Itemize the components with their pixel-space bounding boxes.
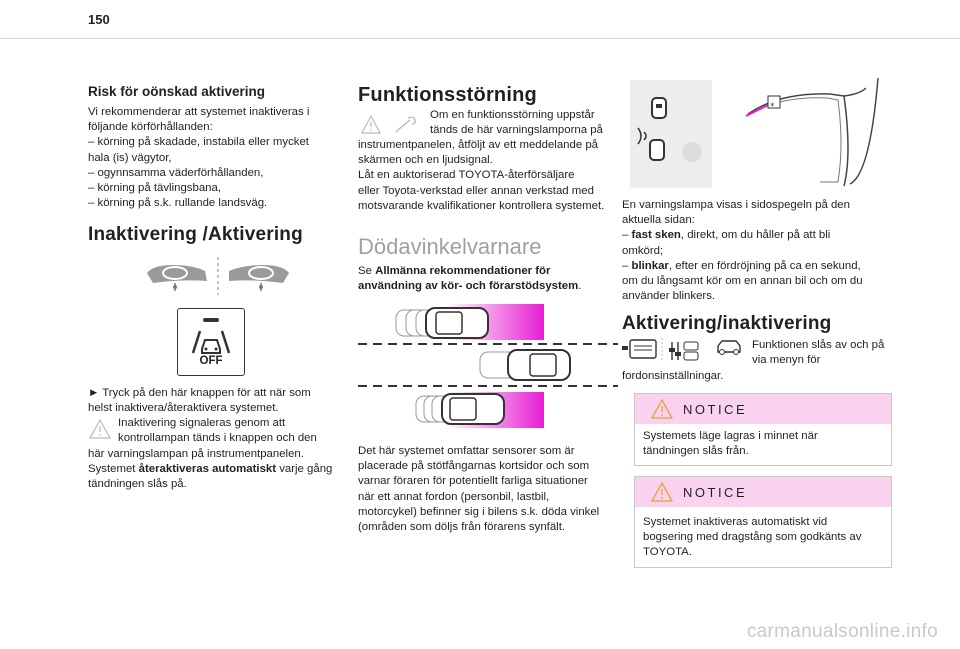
svg-text:⁎: ⁎ bbox=[770, 99, 775, 109]
fault-side-text: Om en funktionsstörning uppstår tänds de… bbox=[430, 108, 620, 138]
see-pre: Se bbox=[358, 265, 376, 277]
see-post: . bbox=[578, 280, 582, 293]
notice-box-1: NOTICE Systemets läge lagras i minnet nä… bbox=[634, 393, 892, 466]
fault-body-3: Låt en auktoriserad TOYOTA-återförsäljar… bbox=[358, 169, 575, 182]
notice1-line-1: Systemets läge lagras i minnet när bbox=[643, 430, 818, 442]
fixed-line: – fast sken, direkt, om du håller på att… bbox=[622, 228, 888, 243]
notice2-line-1: Systemet inaktiveras automatiskt vid bbox=[643, 516, 828, 528]
signal-line-3: här varningslampan på instrumentpanelen. bbox=[88, 448, 304, 460]
warning-triangle-icon bbox=[651, 482, 673, 502]
act-side-1: Funktionen slås av och på bbox=[752, 339, 885, 351]
blink-dash: – bbox=[622, 259, 632, 272]
system-line-1: Det här systemet omfattar sensorer som ä… bbox=[358, 445, 575, 457]
see-bold-2: användning av kör- och förarstödsystem bbox=[358, 280, 579, 293]
fixed-bold: fast sken bbox=[631, 229, 681, 242]
fault-body-5: motsvarande kvalifikationer kontrollera … bbox=[358, 199, 605, 212]
blink-bold: blinkar bbox=[631, 259, 669, 272]
reactivate-pre: Systemet bbox=[88, 463, 139, 476]
fault-body-1: instrumentpanelen, åtföljt av ett meddel… bbox=[358, 139, 598, 151]
system-description: Det här systemet omfattar sensorer som ä… bbox=[358, 444, 620, 535]
reactivate-line: Systemet återaktiveras automatiskt varje… bbox=[88, 462, 350, 477]
press-line-1: ► Tryck på den här knappen för att när s… bbox=[88, 387, 311, 399]
risk-list: Vi rekommenderar att systemet inaktivera… bbox=[88, 105, 350, 211]
system-line-2: placerade på stötfångarnas kortsidor och… bbox=[358, 460, 590, 473]
notice-header-1: NOTICE bbox=[635, 394, 891, 424]
risk-heading: Risk för oönskad aktivering bbox=[88, 84, 266, 99]
fault-body: instrumentpanelen, åtföljt av ett meddel… bbox=[358, 138, 620, 214]
fault-warning-icons bbox=[361, 114, 416, 134]
notice1-line-2: tändningen slås från. bbox=[643, 445, 749, 458]
system-line-3: varnar föraren för potentiellt farliga s… bbox=[358, 475, 588, 488]
fault-body-4: eller Toyota-verkstad eller annan verkst… bbox=[358, 184, 594, 197]
lamp-line-2: aktuella sidan: bbox=[622, 214, 695, 227]
notice-body-2: Systemet inaktiveras automatiskt vid bog… bbox=[635, 507, 891, 561]
risk-intro-2: följande körförhållanden: bbox=[88, 121, 213, 134]
risk-item-2: – ogynnsamma väderförhållanden, bbox=[88, 166, 264, 179]
off-button-illustration: OFF bbox=[177, 308, 245, 376]
risk-item-3: – körning på tävlingsbana, bbox=[88, 182, 221, 195]
off-label: OFF bbox=[199, 355, 223, 367]
risk-intro-1: Vi rekommenderar att systemet inaktivera… bbox=[88, 106, 310, 118]
blink-line: – blinkar, efter en fördröjning på ca en… bbox=[622, 259, 888, 274]
notice2-line-3: TOYOTA. bbox=[643, 546, 692, 559]
fixed-dash: – bbox=[622, 229, 632, 242]
blink-cont-1: om du långsamt kör om en annan bil och o… bbox=[622, 275, 863, 288]
header-rule bbox=[0, 38, 960, 39]
steering-wheels-illustration bbox=[147, 257, 289, 295]
see-line-2: användning av kör- och förarstödsystem. bbox=[358, 279, 620, 294]
risk-item-1a: – körning på skadade, instabila eller my… bbox=[88, 136, 309, 149]
menu-path-icons bbox=[622, 338, 741, 362]
side-mirror-illustration: ⁎ bbox=[630, 77, 879, 188]
watermark: carmanualsonline.info bbox=[746, 621, 938, 642]
notice-header-2: NOTICE bbox=[635, 477, 891, 507]
system-line-5: motorcykel) befinner sig i bilens s.k. d… bbox=[358, 505, 600, 518]
warning-triangle-icon bbox=[88, 418, 112, 439]
risk-item-4: – körning på s.k. rullande landsväg. bbox=[88, 197, 268, 210]
fault-heading: Funktionsstörning bbox=[358, 84, 537, 106]
see-reference: Se Allmänna rekommendationer för användn… bbox=[358, 264, 620, 294]
fault-side-1: Om en funktionsstörning uppstår bbox=[430, 109, 595, 121]
page-number: 150 bbox=[88, 12, 110, 27]
notice-body-1: Systemets läge lagras i minnet när tändn… bbox=[635, 424, 891, 459]
blink-rest: , efter en fördröjning på ca en sekund, bbox=[668, 259, 861, 272]
blind-spot-off-icon bbox=[191, 318, 231, 354]
blind-spot-diagram bbox=[358, 304, 618, 428]
reactivate-end: tändningen slås på. bbox=[88, 478, 187, 491]
system-line-4: när ett annat fordon (personbil, lastbil… bbox=[358, 490, 550, 503]
activation-cont: fordonsinställningar. bbox=[622, 370, 724, 382]
see-bold-1: Allmänna rekommendationer för bbox=[375, 265, 551, 277]
press-instructions: ► Tryck på den här knappen för att när s… bbox=[88, 386, 350, 416]
system-line-6: (områden som döljs från förarens synfält… bbox=[358, 521, 566, 534]
warning-triangle-icon bbox=[651, 399, 673, 419]
signal-text: Inaktivering signaleras genom att kontro… bbox=[118, 416, 350, 446]
notice-box-2: NOTICE Systemet inaktiveras automatiskt … bbox=[634, 476, 892, 568]
signal-line-2: kontrollampan tänds i knappen och den bbox=[118, 432, 317, 445]
lamp-text: En varningslampa visas i sidospegeln på … bbox=[622, 198, 888, 304]
blink-cont-2: använder blinkers. bbox=[622, 290, 716, 303]
inactivation-heading: Inaktivering /Aktivering bbox=[88, 224, 303, 245]
signal-continuation: här varningslampan på instrumentpanelen.… bbox=[88, 447, 350, 493]
lamp-line-1: En varningslampa visas i sidospegeln på … bbox=[622, 199, 850, 211]
risk-item-1b: hala (is) vägytor, bbox=[88, 151, 172, 164]
activation-side-text: Funktionen slås av och på via menyn för bbox=[752, 338, 892, 368]
blind-spot-heading: Dödavinkelvarnare bbox=[358, 234, 542, 259]
fixed-rest: , direkt, om du håller på att bli bbox=[680, 229, 831, 242]
act-side-2: via menyn för bbox=[752, 354, 821, 367]
activation-heading: Aktivering/inaktivering bbox=[622, 313, 832, 334]
fault-body-2: skärmen och en ljudsignal. bbox=[358, 154, 493, 167]
signal-line-1: Inaktivering signaleras genom att bbox=[118, 417, 286, 429]
reactivate-post: varje gång bbox=[276, 463, 333, 476]
see-line-1: Se Allmänna rekommendationer för bbox=[358, 264, 620, 279]
notice2-line-2: bogsering med dragstång som godkänts av bbox=[643, 531, 862, 544]
notice-title-2: NOTICE bbox=[683, 485, 748, 500]
fixed-cont: omkörd; bbox=[622, 244, 664, 257]
press-line-2: helst inaktivera/återaktivera systemet. bbox=[88, 402, 279, 415]
fault-side-2: tänds de här varningslamporna på bbox=[430, 124, 603, 137]
reactivate-bold: återaktiveras automatiskt bbox=[138, 463, 277, 476]
notice-title-1: NOTICE bbox=[683, 402, 748, 417]
